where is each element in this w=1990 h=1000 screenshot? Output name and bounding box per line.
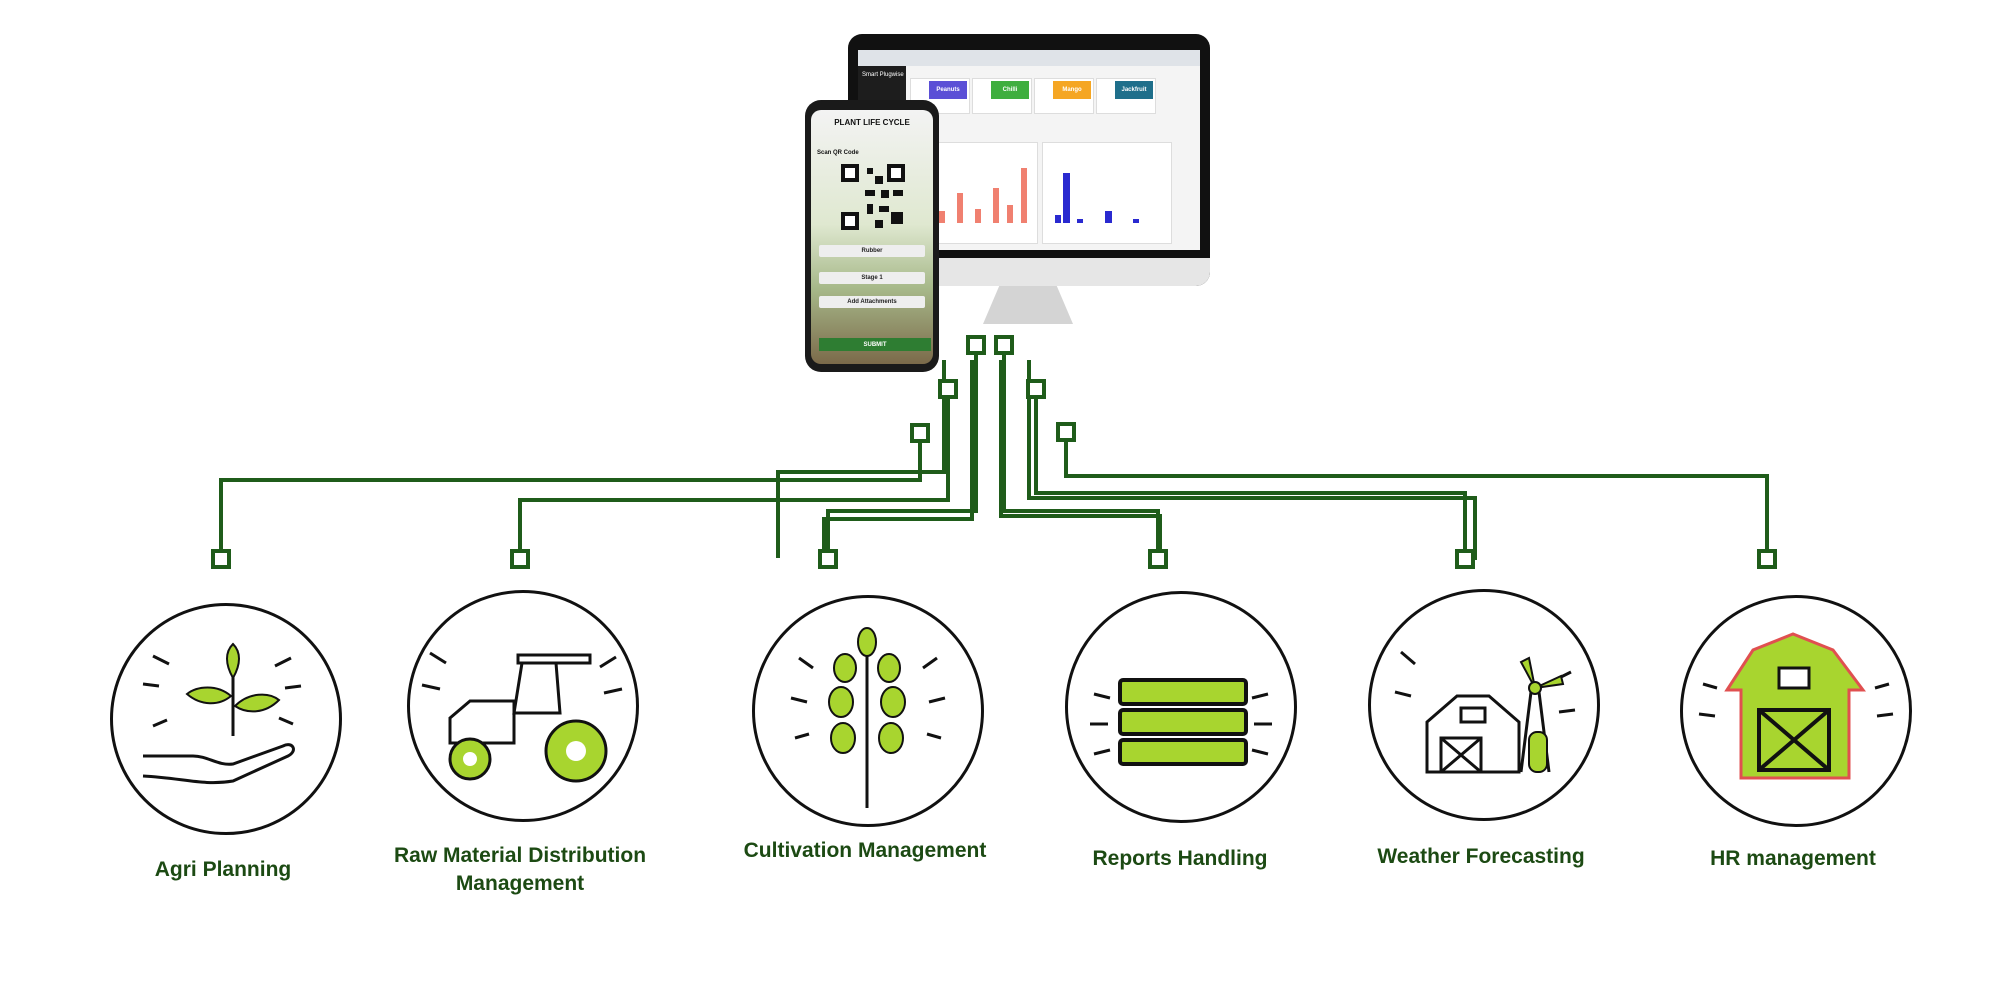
crop-tile-label: Peanuts bbox=[929, 81, 967, 99]
scan-qr-label: Scan QR Code bbox=[817, 150, 859, 156]
wire-raw-material bbox=[776, 360, 946, 558]
submit-button[interactable]: SUBMIT bbox=[819, 338, 931, 351]
phone-title: PLANT LIFE CYCLE bbox=[834, 118, 910, 127]
module-circle-reports bbox=[1065, 591, 1297, 823]
module-circle-weather bbox=[1368, 589, 1600, 821]
wire-agri-planning bbox=[219, 443, 922, 560]
module-circle-hr bbox=[1680, 595, 1912, 827]
crop-tile: Peanuts bbox=[910, 78, 970, 114]
connector-node bbox=[1455, 549, 1475, 569]
hand-plant-icon bbox=[142, 642, 302, 785]
crop-tile: Chilli bbox=[972, 78, 1032, 114]
crop-tile: Jackfruit bbox=[1096, 78, 1156, 114]
connector-node bbox=[1148, 549, 1168, 569]
connector-node bbox=[818, 549, 838, 569]
connector-node bbox=[938, 379, 958, 399]
connector-node bbox=[1056, 422, 1076, 442]
wire-hr bbox=[1064, 436, 1769, 557]
wire-cultivation bbox=[822, 360, 974, 560]
wire-cultivation-2 bbox=[826, 349, 978, 556]
monitor-stand bbox=[983, 286, 1073, 324]
wire-weather-2 bbox=[1034, 392, 1467, 557]
module-label-weather: Weather Forecasting bbox=[1377, 845, 1585, 868]
connector-node bbox=[994, 335, 1014, 355]
qr-code-icon bbox=[841, 164, 905, 230]
connector-node bbox=[1757, 549, 1777, 569]
chart-panel-right bbox=[1042, 142, 1172, 244]
stage-select[interactable]: Stage 1 bbox=[819, 272, 925, 284]
crop-tile: Mango bbox=[1034, 78, 1094, 114]
smartphone: PLANT LIFE CYCLE Scan QR Code Rubber Sta… bbox=[805, 100, 939, 372]
crop-icon bbox=[790, 627, 946, 808]
module-circle-raw-material bbox=[407, 590, 639, 822]
wire-reports-2 bbox=[1002, 349, 1160, 556]
module-label-raw-material: Raw Material Distribution Management bbox=[393, 844, 647, 895]
add-attachments-button[interactable]: Add Attachments bbox=[819, 296, 925, 308]
crop-tile-label: Chilli bbox=[991, 81, 1029, 99]
stacked-reports-icon bbox=[1090, 678, 1272, 766]
module-circle-agri-planning bbox=[110, 603, 342, 835]
phone-screen: PLANT LIFE CYCLE Scan QR Code Rubber Sta… bbox=[811, 110, 933, 364]
module-label-reports: Reports Handling bbox=[1092, 847, 1268, 870]
crop-tile-label: Mango bbox=[1053, 81, 1091, 99]
barn-icon bbox=[1698, 632, 1894, 780]
module-label-agri-planning: Agri Planning bbox=[154, 858, 292, 881]
plant-field[interactable]: Rubber bbox=[819, 245, 925, 257]
module-label-cultivation: Cultivation Management bbox=[743, 839, 987, 862]
crop-tiles: Peanuts Chilli Mango Jackfruit bbox=[910, 78, 1160, 114]
wire-reports bbox=[999, 360, 1162, 558]
wire-weather bbox=[1027, 360, 1477, 560]
browser-bar bbox=[858, 50, 1200, 66]
connector-node bbox=[510, 549, 530, 569]
bar-chart-blue bbox=[1055, 173, 1139, 223]
connector-node bbox=[211, 549, 231, 569]
connector-node bbox=[910, 423, 930, 443]
windmill-barn-icon bbox=[1394, 650, 1576, 774]
connector-node bbox=[1026, 379, 1046, 399]
crop-tile-label: Jackfruit bbox=[1115, 81, 1153, 99]
tractor-icon bbox=[421, 651, 623, 783]
module-label-hr: HR management bbox=[1710, 847, 1876, 870]
module-circle-cultivation bbox=[752, 595, 984, 827]
sidebar-title: Smart Plugwise bbox=[862, 72, 904, 78]
connector-node bbox=[966, 335, 986, 355]
wire-raw-material-2 bbox=[518, 393, 950, 558]
